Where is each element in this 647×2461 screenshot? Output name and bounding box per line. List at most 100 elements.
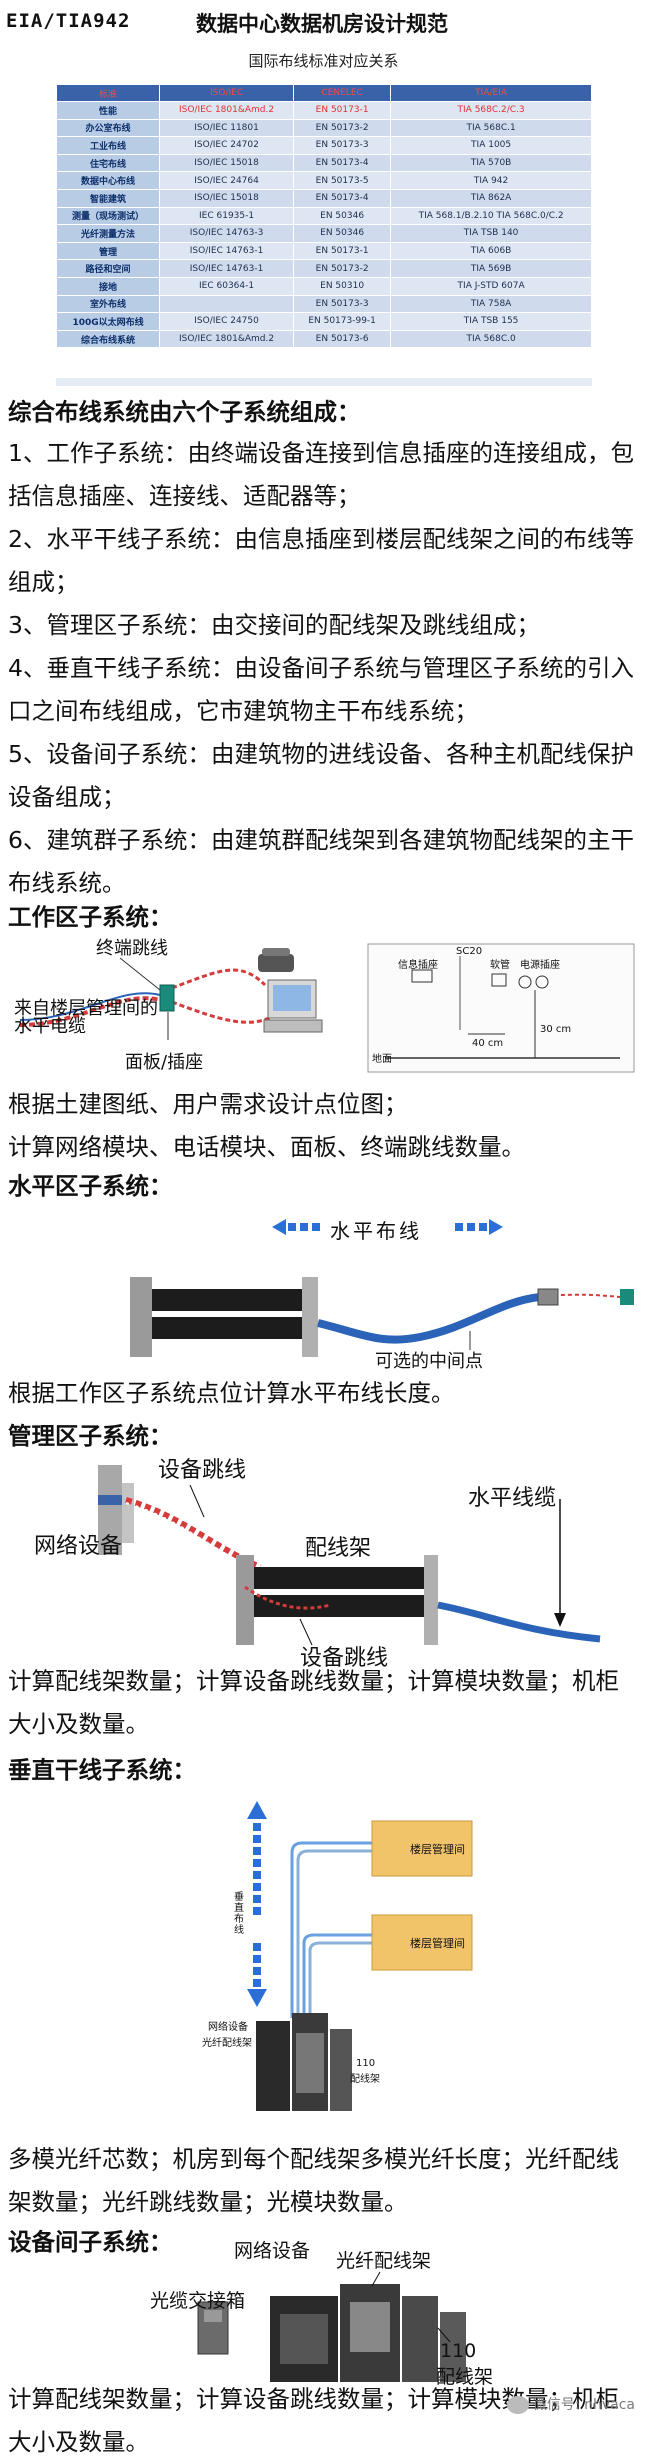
- network-equipment-rack-icon: [256, 2021, 290, 2111]
- horizontal-heading: 水平区子系统：: [8, 1172, 173, 1200]
- subsystems-text: 综合布线系统由六个子系统组成： 1、工作子系统：由终端设备连接到信息插座的连接组…: [8, 392, 640, 905]
- floor-mgmt-box-2: [371, 1914, 473, 1971]
- label-floor-mgmt-2: 楼层管理间: [410, 1937, 465, 1950]
- header-left-title: EIA/TIA942: [6, 10, 131, 32]
- horizontal-cable-red: [19, 996, 161, 1027]
- rack-post-icon: [130, 1277, 152, 1357]
- table-caption: 国际布线标准对应关系: [248, 52, 399, 70]
- table-cell: ISO/IEC 1801&Amd.2: [159, 101, 295, 120]
- table-cell: TIA 1005: [390, 136, 592, 155]
- standards-banner: EIA/TIA942 数据中心数据机房设计规范 国际布线标准对应关系 标准 IS…: [0, 0, 647, 392]
- table-cell: EN 50173-1: [293, 101, 392, 120]
- label-vert-110-panel: 配线架: [350, 2074, 380, 2085]
- table-cell: IEC 60364-1: [159, 276, 295, 296]
- room-elevation-diagram: [367, 943, 635, 1073]
- label-equip-110-panel: 配线架: [436, 2366, 494, 2388]
- panel-rack-post-icon: [236, 1555, 254, 1645]
- table-cell: 工业布线: [55, 136, 161, 155]
- label-network-equipment: 网络设备: [34, 1534, 123, 1559]
- horizontal-cable-blue: [19, 992, 161, 1021]
- table-cell: TIA 568C.2/C.3: [390, 101, 592, 120]
- table-cell: EN 50173-99-1: [293, 312, 392, 331]
- label-floor-mgmt-1: 楼层管理间: [410, 1843, 465, 1856]
- work-area-heading: 工作区子系统：: [8, 903, 173, 931]
- faceplate-icon: [159, 984, 175, 1012]
- table-cell: EN 50173-2: [293, 259, 392, 278]
- col-header-iso: ISO/IEC: [159, 84, 295, 102]
- table-cell: 办公室布线: [55, 118, 161, 138]
- management-patch-panel-icon: [254, 1567, 424, 1589]
- item-1: 1、工作子系统：由终端设备连接到信息插座的连接组成，包括信息插座、连接线、适配器…: [8, 439, 634, 510]
- vertical-diagram: [247, 1801, 473, 2111]
- label-terminal-jumper: 终端跳线: [96, 938, 168, 959]
- section-title: 综合布线系统由六个子系统组成：: [8, 398, 361, 426]
- optional-point-icon: [537, 1288, 559, 1306]
- horizontal-cable: [317, 1293, 541, 1344]
- table-cell: TIA 568.1/B.2.10 TIA 568C.0/C.2: [390, 206, 592, 226]
- arrow-left-icon: [272, 1219, 320, 1235]
- label-vert-network-equipment: 网络设备: [208, 2022, 248, 2033]
- table-cell: 测量（现场测试）: [55, 206, 161, 226]
- management-diagram: [98, 1465, 601, 1646]
- table-cell: ISO/IEC 14763-3: [159, 224, 295, 243]
- table-cell: EN 50346: [293, 224, 392, 243]
- watermark: 微信号: nhvaca: [506, 2394, 635, 2414]
- table-cell: [159, 294, 295, 314]
- table-cell: 性能: [55, 101, 161, 120]
- table-cell: TIA TSB 140: [390, 224, 592, 243]
- label-30cm: 30 cm: [540, 1024, 572, 1035]
- table-cell: EN 50346: [293, 206, 392, 226]
- table-cell: EN 50173-1: [293, 241, 392, 261]
- label-cross-connect-box: 光缆交接箱: [150, 2290, 246, 2312]
- table-cell: 接地: [55, 276, 161, 296]
- table-cell: 光纤测量方法: [55, 224, 161, 243]
- label-equip-110: 110: [440, 2340, 477, 2362]
- table-cell: 管理: [55, 241, 161, 261]
- table-cell: EN 50173-4: [293, 188, 392, 208]
- arrow-right-icon: [455, 1219, 503, 1235]
- management-heading: 管理区子系统：: [8, 1422, 173, 1450]
- label-patch-panel: 配线架: [305, 1536, 372, 1561]
- table-cell: 综合布线系统: [55, 329, 161, 349]
- watermark-text: 微信号: nhvaca: [532, 2397, 635, 2413]
- rack-110-equip-icon: [402, 2296, 438, 2382]
- table-cell: 住宅布线: [55, 153, 161, 173]
- network-device-icon: [98, 1495, 122, 1505]
- table-cell: TIA J-STD 607A: [390, 276, 592, 296]
- label-vert-110: 110: [356, 2058, 376, 2069]
- table-cell: ISO/IEC 14763-1: [159, 241, 295, 261]
- label-equipment-jumper-bottom: 设备跳线: [300, 1646, 389, 1671]
- work-area-note-2: 计算网络模块、电话模块、面板、终端跳线数量。: [8, 1133, 525, 1161]
- work-area-notes: 根据土建图纸、用户需求设计点位图； 计算网络模块、电话模块、面板、终端跳线数量。: [8, 1083, 640, 1169]
- table-cell: TIA 758A: [390, 294, 592, 314]
- table-cell: ISO/IEC 15018: [159, 188, 295, 208]
- label-sc20: SC20: [456, 946, 483, 957]
- table-cell: EN 50173-6: [293, 329, 392, 349]
- item-6: 6、建筑群子系统：由建筑群配线架到各建筑物配线架的主干布线系统。: [8, 826, 634, 897]
- table-cell: 路径和空间: [55, 259, 161, 278]
- label-faceplate: 面板/插座: [125, 1052, 204, 1073]
- table-cell: ISO/IEC 15018: [159, 153, 295, 173]
- table-cell: EN 50173-5: [293, 171, 392, 190]
- table-cell: TIA 862A: [390, 188, 592, 208]
- table-cell: 室外布线: [55, 294, 161, 314]
- table-cell: ISO/IEC 24702: [159, 136, 295, 155]
- table-cell: ISO/IEC 24750: [159, 312, 295, 331]
- info-outlet-icon: [411, 969, 433, 983]
- table-bottom-bar: [56, 378, 592, 386]
- label-hose: 软管: [490, 960, 510, 971]
- label-floor: 地面: [372, 1054, 392, 1065]
- wechat-icon: [506, 2396, 529, 2414]
- col-header-tia: TIA/EIA: [390, 84, 592, 102]
- horizontal-diagram: [130, 1219, 634, 1357]
- table-cell: ISO/IEC 11801: [159, 118, 295, 138]
- table-cell: TIA TSB 155: [390, 312, 592, 331]
